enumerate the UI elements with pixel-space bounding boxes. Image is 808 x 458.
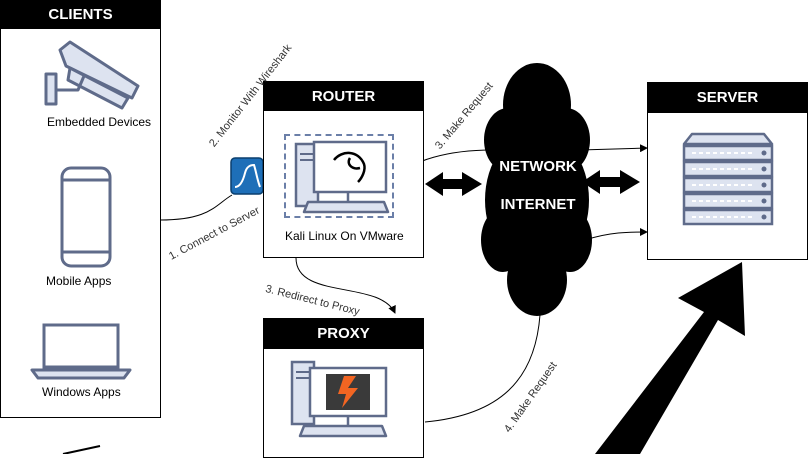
bottom-dash-decoration [62, 445, 101, 454]
big-arrow-decoration [595, 262, 745, 454]
connector-proxy-cloud [424, 314, 541, 423]
connector-router-proxy [295, 257, 396, 314]
network-label: NETWORK [499, 158, 577, 175]
cctv-camera-icon [40, 38, 145, 110]
kali-vm-frame [284, 134, 394, 218]
router-title: ROUTER [264, 82, 423, 111]
clients-title: CLIENTS [1, 1, 160, 29]
clients-item-windows-apps: Windows Apps [42, 385, 121, 399]
double-arrow-right [582, 170, 640, 194]
connector-cloud-server-top [579, 144, 648, 153]
connector-cloud-server-bottom [584, 228, 648, 241]
smartphone-icon [60, 166, 112, 268]
kali-linux-icon [288, 138, 392, 216]
router-caption: Kali Linux On VMware [285, 229, 404, 243]
clients-item-mobile-apps: Mobile Apps [46, 274, 112, 288]
server-rack-icon [680, 130, 776, 234]
server-title: SERVER [648, 83, 807, 113]
internet-label: INTERNET [500, 196, 576, 213]
laptop-icon [28, 322, 134, 380]
connector-clients-wireshark [159, 194, 233, 221]
double-arrow-left [425, 172, 482, 196]
wireshark-icon [230, 157, 264, 195]
clients-item-embedded-devices: Embedded Devices [47, 115, 152, 129]
network-cloud [481, 63, 592, 316]
burp-suite-icon [286, 358, 390, 440]
proxy-title: PROXY [264, 319, 423, 349]
